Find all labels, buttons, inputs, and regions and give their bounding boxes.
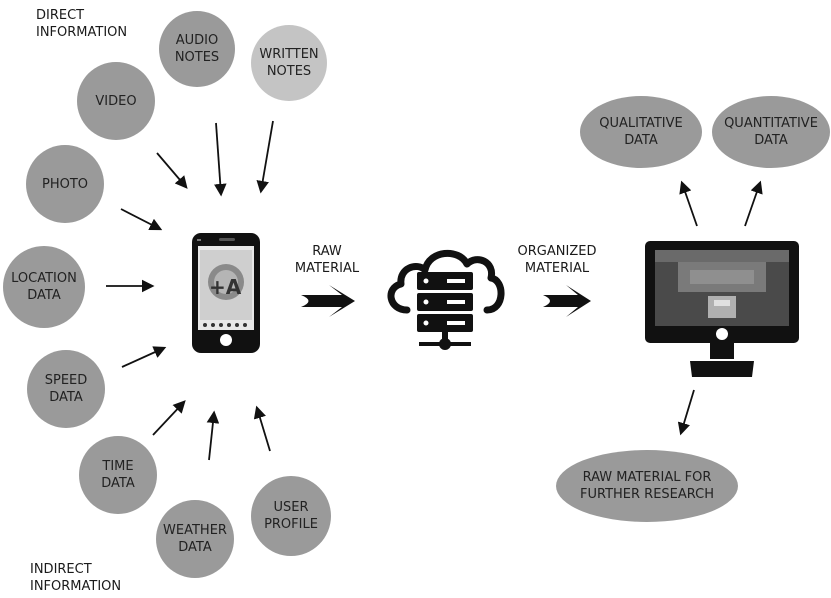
photo-node: PHOTO bbox=[26, 145, 104, 223]
arrow-phone-to-cloud bbox=[301, 285, 355, 317]
arrow-written-to-phone bbox=[256, 120, 274, 194]
smartphone-icon: +A bbox=[192, 233, 260, 353]
arrow-monitor-to-quantitative bbox=[744, 180, 763, 227]
quantitative-data-node: QUANTITATIVE DATA bbox=[712, 96, 830, 168]
user-profile-node: USER PROFILE bbox=[251, 476, 331, 556]
audio-notes-label: AUDIO NOTES bbox=[174, 33, 220, 65]
arrow-weather-to-phone bbox=[206, 410, 220, 461]
direct-information-heading: DIRECT INFORMATION bbox=[36, 8, 128, 40]
quantitative-data-label: QUANTITATIVE DATA bbox=[724, 116, 818, 148]
raw-material-caption: RAW MATERIAL bbox=[294, 244, 360, 276]
speed-data-label: SPEED DATA bbox=[44, 373, 88, 405]
arrow-cloud-to-monitor bbox=[543, 285, 591, 317]
organized-material-caption: ORGANIZED MATERIAL bbox=[517, 244, 597, 276]
video-label: VIDEO bbox=[95, 93, 137, 109]
cloud-server-icon bbox=[387, 249, 505, 350]
qualitative-data-node: QUALITATIVE DATA bbox=[580, 96, 702, 168]
further-research-node: RAW MATERIAL FOR FURTHER RESEARCH bbox=[556, 450, 738, 522]
monitor-icon bbox=[645, 241, 799, 377]
speed-data-node: SPEED DATA bbox=[27, 350, 105, 428]
audio-notes-node: AUDIO NOTES bbox=[159, 11, 235, 87]
arrow-video-to-phone bbox=[156, 152, 188, 189]
arrow-speed-to-phone bbox=[121, 346, 167, 368]
further-research-label: RAW MATERIAL FOR FURTHER RESEARCH bbox=[579, 470, 715, 502]
weather-data-label: WEATHER DATA bbox=[163, 523, 227, 555]
arrow-time-to-phone bbox=[152, 400, 186, 436]
written-notes-label: WRITTEN NOTES bbox=[259, 47, 319, 79]
user-profile-label: USER PROFILE bbox=[264, 500, 318, 532]
indirect-information-heading: INDIRECT INFORMATION bbox=[30, 562, 122, 594]
arrow-photo-to-phone bbox=[120, 208, 163, 231]
arrow-monitor-to-further bbox=[677, 389, 695, 436]
qualitative-data-label: QUALITATIVE DATA bbox=[599, 116, 683, 148]
svg-text:+A: +A bbox=[209, 275, 242, 299]
written-notes-node: WRITTEN NOTES bbox=[251, 25, 327, 101]
arrow-monitor-to-qualitative bbox=[679, 180, 698, 227]
arrow-audio-to-phone bbox=[214, 122, 227, 197]
location-data-node: LOCATION DATA bbox=[3, 246, 85, 328]
arrow-user-to-phone bbox=[253, 405, 271, 452]
photo-label: PHOTO bbox=[41, 176, 89, 192]
location-data-label: LOCATION DATA bbox=[11, 271, 77, 303]
video-node: VIDEO bbox=[77, 62, 155, 140]
time-data-node: TIME DATA bbox=[79, 436, 157, 514]
time-data-label: TIME DATA bbox=[101, 459, 135, 491]
weather-data-node: WEATHER DATA bbox=[156, 500, 234, 578]
